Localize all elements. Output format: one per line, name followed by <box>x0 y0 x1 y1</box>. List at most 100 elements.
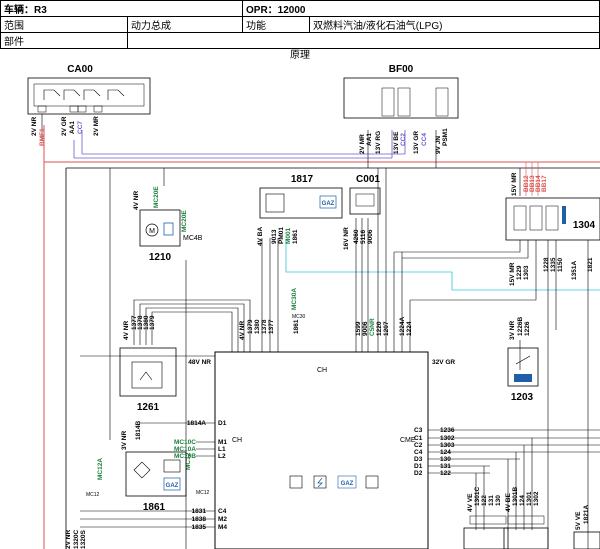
cme-w3: 124 <box>440 449 451 456</box>
component-1203: 3V NR 1226B 1226 1203 <box>507 317 539 403</box>
ecu-top-w1: 1380 <box>254 319 261 334</box>
c1861-conn: 3V NR <box>121 431 128 450</box>
c1203-w2: 1226 <box>524 321 531 336</box>
c1817-conn: 4V BA <box>257 227 264 246</box>
ecu-pin-l2: L1 <box>218 446 226 453</box>
c4be-conn: 4V BE <box>505 493 512 512</box>
c1861-w: 1814B <box>135 421 142 440</box>
ca00-conn-3: 2V MR <box>93 116 100 136</box>
bf00-tag-aa1: AA1 <box>366 133 373 146</box>
c1304-label: 1304 <box>573 220 596 231</box>
part-label: 部件 <box>0 32 128 49</box>
mc12b-label: MC12 <box>185 452 192 470</box>
c1210-label: 1210 <box>149 252 172 263</box>
part-value <box>127 32 600 49</box>
connector-4be: 4V BE 1301B 124 1301 1302 <box>503 487 549 549</box>
mc10c: MC10C <box>174 439 196 446</box>
svg-text:M: M <box>149 228 155 235</box>
w1835: 1835 <box>192 524 207 531</box>
c4ve-w0: 1301C <box>474 487 481 506</box>
header-table: 车辆：R3 OPR：12000 范围 动力总成 功能 双燃料汽油/液化石油气(L… <box>0 0 600 49</box>
c1304-w2: 1303 <box>523 265 530 280</box>
ecu-pin-r0: C3 <box>414 427 423 434</box>
c1304-w3: 1228 <box>543 257 550 272</box>
c4ve-conn: 4V VE <box>467 493 474 512</box>
component-1261: 4V NR 1377 1378 1380 1379 1261 <box>119 315 177 413</box>
component-bf00: BF00 2V MR AA1 13V RG 13V BE CC2 13V GR … <box>343 64 459 154</box>
ecu-pin-l5: M2 <box>218 516 227 523</box>
bf00-tag-psm1: PSM1 <box>442 128 449 146</box>
nr-bottom: 2V NR <box>65 530 72 549</box>
bf00-tag-cc4: CC4 <box>421 133 428 146</box>
bf00-conn-5: 9V JN <box>435 136 442 154</box>
bf00-conn-2: 13V RG <box>375 131 382 154</box>
c1304-tag-2: BB14 <box>535 175 542 192</box>
c1817-w3: M001 <box>285 227 292 244</box>
c001-w1: 4260 <box>353 229 360 244</box>
c4ve-w2: 131 <box>488 495 495 506</box>
c1261-w2: 1380 <box>143 315 150 330</box>
c1817-w1: 9013 <box>271 229 278 244</box>
mc12-label: MC12 <box>86 492 100 498</box>
ecu-icon-box <box>289 475 303 489</box>
ecu-icon-bolt <box>313 475 327 489</box>
ecu-mid-w4: 1207 <box>383 321 390 336</box>
c4be-w1: 124 <box>519 495 526 506</box>
c1817-gaz: GAZ <box>322 201 335 207</box>
ecu-top-w3: 1377 <box>268 319 275 334</box>
connector-4ve: 4V VE 1301C 122 131 130 <box>463 487 509 549</box>
ecu-top-w0: 1379 <box>247 319 254 334</box>
c1817-label: 1817 <box>291 174 314 185</box>
c1817-w4: 1861 <box>292 229 299 244</box>
c4ve-w1: 122 <box>481 495 488 506</box>
c1304-w1: 1229 <box>516 265 523 280</box>
c1817-w2: PM01 <box>278 227 285 244</box>
ca00-conn-1: 2V NR <box>31 117 38 136</box>
c1304-tag-1: BB13 <box>529 175 536 192</box>
c1261-w1: 1378 <box>137 315 144 330</box>
c1210-mc: MC20E <box>153 186 160 208</box>
page-title: 原理 <box>290 50 310 61</box>
ecu-mid-w6: 1224 <box>406 321 413 336</box>
ecu-cme: CME <box>400 437 416 444</box>
w1814a: 1814A <box>187 420 206 427</box>
c4be-w3: 1302 <box>533 491 540 506</box>
c1861-gaz: GAZ <box>166 483 179 489</box>
ca00-tag-cc7: CC7 <box>77 121 84 134</box>
component-ca00: CA00 2V NR BMF1 2V GR AA1 CC7 2V MR <box>27 64 151 146</box>
ca00-conn-2: 2V GR <box>61 116 68 136</box>
c4be-w2: 1301 <box>526 491 533 506</box>
c1261-label: 1261 <box>137 402 160 413</box>
c001-w3: 9006 <box>367 229 374 244</box>
c1210-mcb: MC4B <box>183 235 203 242</box>
c1304-w4: 1335 <box>550 257 557 272</box>
component-1304: 15V MR BB12 BB13 BB14 BB17 1304 15V MR 1… <box>505 172 600 286</box>
c1203-label: 1203 <box>511 392 534 403</box>
ecu-icon-pump <box>365 475 379 489</box>
ecu-pin-l3: L2 <box>218 453 226 460</box>
ecu-pin-l6: M4 <box>218 524 227 531</box>
c001-w2: 5116 <box>360 230 367 244</box>
cme-w5: 131 <box>440 463 451 470</box>
ecu-gaz: GAZ <box>341 481 354 487</box>
ecu-pin-r5: D1 <box>414 463 423 470</box>
ecu-pin-l1: M1 <box>218 439 227 446</box>
ecu-mid-w5: 1224A <box>399 317 406 336</box>
c1261-w0: 1377 <box>131 315 138 330</box>
mc30-label: MC30 <box>292 314 306 320</box>
bf00-conn-4: 13V GR <box>413 131 420 154</box>
component-1210: 4V NR MC20E M 1210 MC20E MC4B <box>133 186 203 263</box>
ca00-tag-aa1: AA1 <box>69 121 76 134</box>
c1861-label: 1861 <box>143 502 166 513</box>
ecu-pin-r2: C2 <box>414 442 423 449</box>
ecu-top-1261: 1861 <box>293 319 300 334</box>
ca00-label: CA00 <box>67 64 93 75</box>
ecu-right-pins: C3 C1 C2 C4 D3 D1 D2 1236 1302 1303 124 … <box>414 427 455 477</box>
c4be-w0: 1301B <box>512 487 519 506</box>
wire-cyan <box>285 240 600 291</box>
ecu-pin-r6: D2 <box>414 470 423 477</box>
c1203-w1: 1226B <box>517 317 524 336</box>
c1304-conn-b: 15V MR <box>509 262 516 286</box>
cme-w4: 130 <box>440 456 451 463</box>
